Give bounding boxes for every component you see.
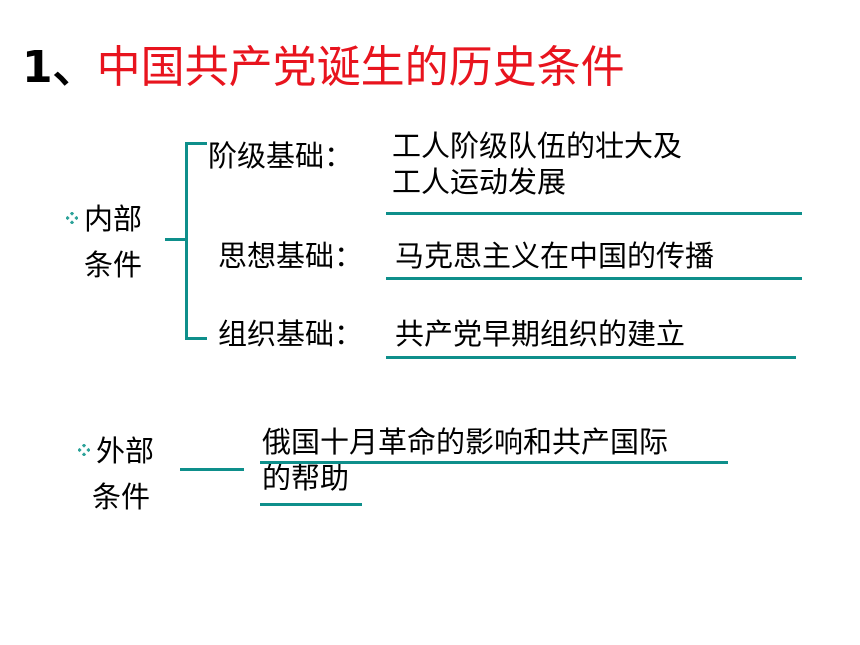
class-basis-content: 工人阶级队伍的壮大及 工人运动发展 xyxy=(392,128,682,200)
title-text: 中国共产党诞生的历史条件 xyxy=(96,42,625,93)
external-underline-2 xyxy=(260,503,362,506)
organizational-basis-label: 组织基础： xyxy=(218,317,364,351)
external-group-label: 外部 条件 xyxy=(78,428,154,520)
external-content-line1: 俄国十月革命的影响和共产国际 xyxy=(262,425,669,459)
class-basis-underline xyxy=(386,212,802,215)
external-content: 俄国十月革命的影响和共产国际 的帮助 xyxy=(262,424,668,496)
internal-label-line2: 条件 xyxy=(84,248,143,282)
organizational-basis-underline xyxy=(386,356,796,359)
title-number: 1、 xyxy=(22,42,97,93)
external-content-line2: 的帮助 xyxy=(262,461,350,495)
class-basis-line2: 工人运动发展 xyxy=(392,165,567,199)
external-connector xyxy=(180,468,244,471)
external-label-line2: 条件 xyxy=(92,480,151,514)
external-underline-1 xyxy=(260,461,728,464)
ideological-basis-content: 马克思主义在中国的传播 xyxy=(395,239,715,273)
diamond-bullet-icon xyxy=(78,444,90,456)
external-label-line1: 外部 xyxy=(96,434,155,468)
ideological-basis-label: 思想基础： xyxy=(218,239,364,273)
ideological-basis-underline xyxy=(386,277,802,280)
diamond-bullet-icon xyxy=(66,212,78,224)
organizational-basis-content: 共产党早期组织的建立 xyxy=(395,317,686,351)
internal-label-line1: 内部 xyxy=(84,202,143,236)
internal-group-label: 内部 条件 xyxy=(66,196,142,288)
class-basis-label: 阶级基础： xyxy=(208,139,354,173)
class-basis-line1: 工人阶级队伍的壮大及 xyxy=(392,129,683,163)
page-title: 1、中国共产党诞生的历史条件 xyxy=(22,38,625,98)
